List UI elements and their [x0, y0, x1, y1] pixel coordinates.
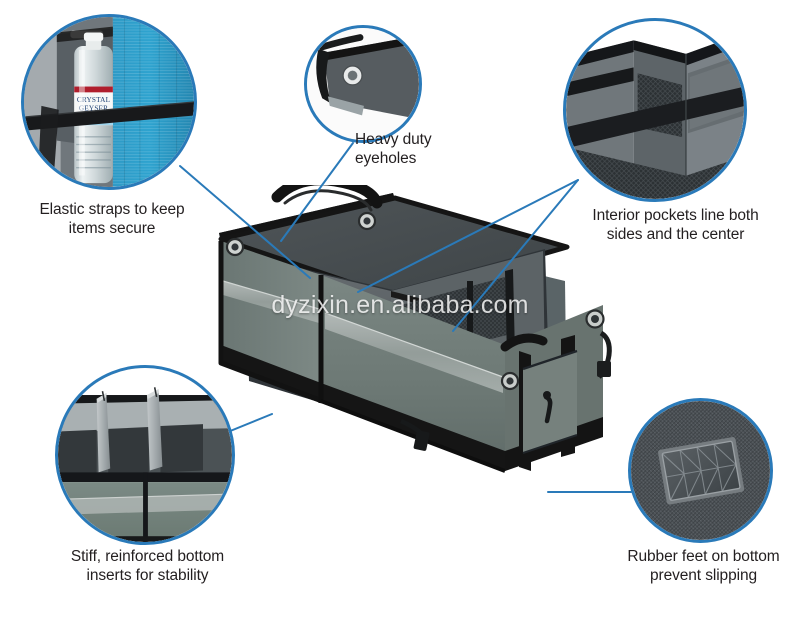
callout-bubble-eyeholes: [304, 25, 422, 143]
caption-elastic-straps: Elastic straps to keep items secure: [39, 201, 185, 237]
callout-bubble-elastic-straps: CRYSTAL GEYSER: [21, 14, 197, 190]
zoom-photo-elastic-straps: CRYSTAL GEYSER: [24, 17, 194, 187]
svg-text:CRYSTAL: CRYSTAL: [77, 96, 110, 104]
svg-text:GEYSER: GEYSER: [79, 105, 108, 113]
zoom-photo-bottom-inserts: [58, 368, 232, 542]
zoom-photo-rubber-feet: [631, 401, 770, 540]
product-photo-trunk-organizer: [205, 185, 615, 530]
caption-interior-pockets: Interior pockets line both sides and the…: [592, 207, 759, 243]
caption-rubber-feet: Rubber feet on bottom prevent slipping: [627, 548, 780, 584]
water-bottle: CRYSTAL GEYSER: [74, 32, 113, 184]
callout-bubble-bottom-inserts: [55, 365, 235, 545]
zoom-photo-interior-pockets: [566, 21, 744, 199]
caption-bottom-inserts: Stiff, reinforced bottom inserts for sta…: [70, 548, 225, 584]
zoom-photo-eyeholes: [307, 28, 419, 140]
callout-bubble-rubber-feet: [628, 398, 773, 543]
callout-bubble-interior-pockets: [563, 18, 747, 202]
caption-eyeholes: Heavy duty eyeholes: [355, 131, 432, 167]
